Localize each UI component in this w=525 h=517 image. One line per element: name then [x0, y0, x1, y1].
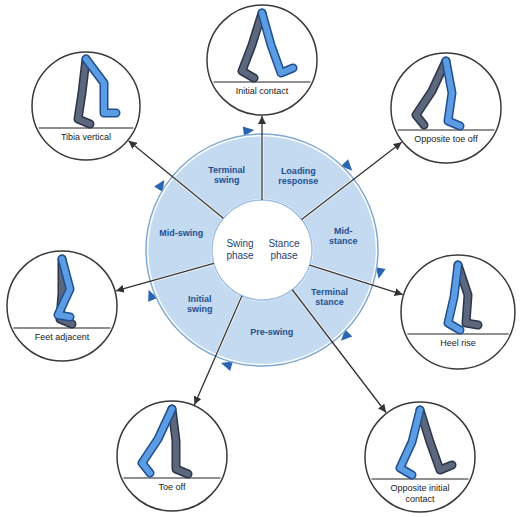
circle-outline	[401, 255, 515, 369]
leg-outline	[242, 13, 262, 78]
phase-name: Swing phase	[218, 238, 262, 262]
leg-fill	[400, 410, 420, 475]
leg-figure	[214, 13, 311, 82]
phase-half: Stance phase	[262, 200, 312, 300]
leg-fill	[86, 59, 116, 113]
circle-outline	[7, 251, 117, 361]
leg-fill	[142, 409, 172, 473]
phase-label: Terminal swing	[204, 165, 250, 185]
event-caption: Tibia vertical	[44, 132, 128, 143]
event-arrow	[261, 116, 262, 200]
leg-outline	[400, 410, 420, 475]
leg-figure	[39, 59, 134, 128]
direction-arrowhead	[376, 267, 386, 279]
leg-outline	[58, 259, 70, 317]
circle-outline	[117, 401, 227, 511]
gait-cycle-ring	[146, 126, 386, 371]
event-caption: Opposite initial contact	[377, 483, 462, 505]
leg-outline	[448, 265, 460, 330]
leg-outline	[142, 409, 172, 473]
inner-circle	[212, 200, 312, 300]
direction-arrowhead	[221, 361, 233, 371]
event-circle: Toe off	[116, 400, 228, 512]
phase-label: Initial swing	[177, 294, 223, 314]
phase-label: Mid-stance	[320, 226, 366, 246]
event-circle: Tibia vertical	[31, 51, 141, 161]
event-circle: Feet adjacent	[6, 250, 118, 362]
leg-fill	[58, 259, 70, 317]
event-caption: Feet adjacent	[19, 332, 104, 343]
leg-fill	[172, 409, 188, 474]
ring-phase-label: Mid-swing	[158, 228, 204, 238]
ground-line	[124, 477, 221, 478]
phase-name: Stance phase	[262, 238, 306, 262]
phase-label: Mid-swing	[158, 228, 204, 238]
leg-fill	[262, 13, 293, 73]
leg-figure	[14, 259, 111, 328]
event-circle: Opposite initial contact	[364, 401, 476, 513]
leg-outline	[86, 59, 116, 113]
ground-line	[39, 127, 134, 128]
ring-phase-label: Loading response	[275, 166, 321, 186]
event-caption: Toe off	[129, 482, 214, 493]
leg-outline	[172, 409, 188, 474]
leg-fill	[446, 61, 460, 126]
leg-figure	[124, 409, 221, 478]
direction-arrowhead	[341, 159, 352, 170]
phase-label: Pre-swing	[249, 327, 295, 337]
event-arrow	[116, 263, 214, 290]
phase-label: Loading response	[275, 166, 321, 186]
ring-phase-label: Initial swing	[177, 294, 223, 314]
event-caption: Opposite toe off	[403, 134, 488, 145]
circle-outline	[207, 5, 317, 115]
ring-phase-label: Mid-stance	[320, 226, 366, 246]
phase-half: Swing phase	[212, 200, 262, 300]
event-arrow	[129, 141, 224, 219]
circle-outline	[206, 4, 318, 116]
ring-phase-label: Terminal swing	[204, 165, 250, 185]
ground-line	[214, 81, 311, 82]
ring-phase-label: Terminal stance	[307, 287, 353, 307]
circle-outline	[116, 400, 228, 512]
circle-outline	[32, 52, 140, 160]
event-caption: Initial contact	[219, 86, 304, 97]
circle-outline	[6, 250, 118, 362]
leg-fill	[242, 13, 262, 78]
ground-line	[398, 129, 495, 130]
leg-fill	[420, 410, 452, 470]
event-circle: Opposite toe off	[390, 52, 502, 164]
ring-phase-label: Pre-swing	[249, 327, 295, 337]
ground-line	[14, 327, 111, 328]
leg-fill	[416, 61, 446, 125]
leg-figure	[398, 61, 495, 130]
circle-outline	[391, 53, 501, 163]
leg-figure	[372, 410, 469, 479]
leg-outline	[446, 61, 460, 126]
event-circle: Heel rise	[400, 254, 516, 370]
leg-outline	[262, 13, 293, 73]
ground-line	[372, 478, 469, 479]
leg-outline	[416, 61, 446, 125]
circle-outline	[400, 254, 516, 370]
leg-figure	[407, 265, 508, 334]
leg-outline	[420, 410, 452, 470]
phase-label: Terminal stance	[307, 287, 353, 307]
event-caption: Heel rise	[414, 338, 502, 349]
circle-outline	[390, 52, 502, 164]
circle-outline	[365, 402, 475, 512]
circle-outline	[31, 51, 141, 161]
event-arrow	[292, 290, 386, 413]
leg-fill	[448, 265, 460, 330]
event-circle: Initial contact	[206, 4, 318, 116]
direction-arrowhead	[341, 329, 352, 340]
